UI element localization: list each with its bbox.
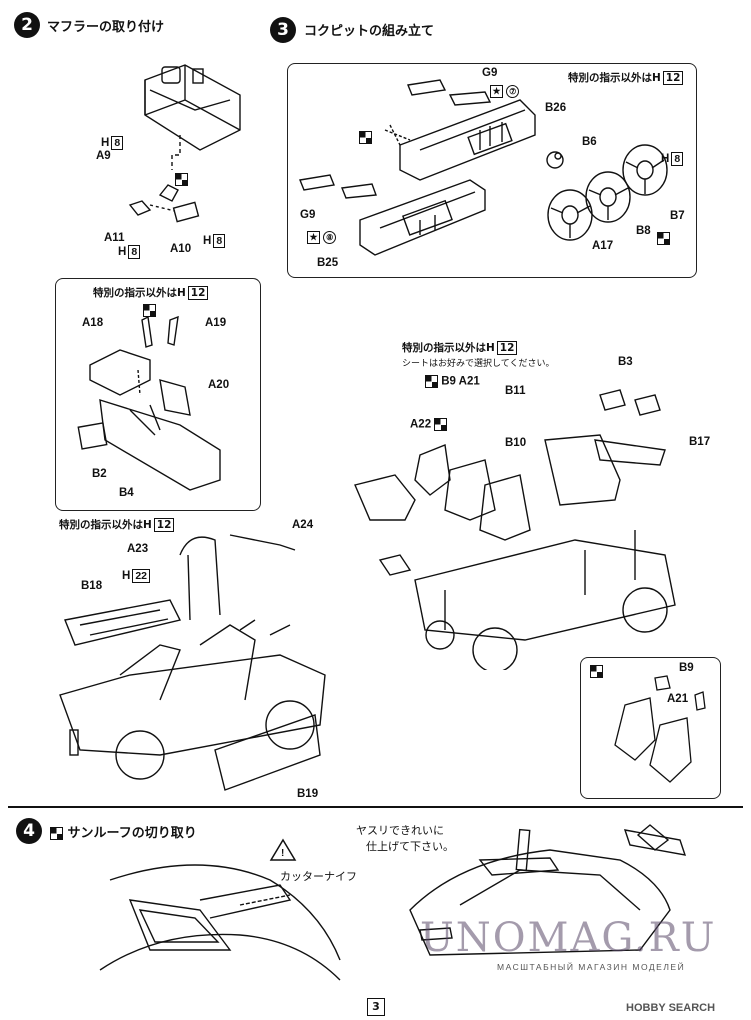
step-3-badge: 3: [270, 17, 296, 43]
seat-inset-illustration: [614, 675, 706, 783]
label-b11: B11: [505, 385, 526, 397]
step-4-badge: 4: [16, 818, 42, 844]
label-b7: B7: [670, 210, 685, 222]
label-a9: A9: [96, 150, 111, 162]
hobby-search-logo: HOBBY SEARCH: [626, 1002, 716, 1014]
label-b9-a21: B9 A21: [425, 375, 480, 388]
label-b19: B19: [297, 788, 319, 800]
label-b8: B8: [636, 225, 651, 237]
label-a20: A20: [208, 379, 230, 391]
label-b18: B18: [81, 580, 103, 592]
paint-check-icon: [657, 232, 670, 245]
file-note-line2: 仕上げて下さい。: [366, 840, 454, 853]
label-b10: B10: [505, 437, 527, 449]
paint-check-icon: [359, 131, 372, 144]
step-4-title: サンルーフの切り取り: [50, 822, 197, 841]
console-detail-box: [55, 278, 261, 511]
watermark-logo: UNOMAG.RU: [420, 915, 717, 961]
label-b25: B25: [317, 257, 339, 269]
paint-check-icon: [175, 173, 188, 186]
muffler-illustration: [128, 64, 241, 223]
label-a23: A23: [127, 543, 149, 555]
console-illustration: [77, 315, 221, 491]
label-b3: B3: [618, 356, 633, 368]
label-a22: A22: [410, 418, 448, 431]
seat-inset-box: [580, 657, 721, 799]
label-a10: A10: [170, 243, 192, 255]
seats-optional-note: シートはお好みで選択してください。: [402, 359, 555, 369]
warning-triangle-icon: [269, 838, 297, 861]
chassis-assembly-illustration: [59, 534, 326, 791]
label-inset-a21: A21: [667, 693, 689, 705]
interior-chassis-illustration: [354, 389, 676, 670]
label-b17: B17: [689, 436, 711, 448]
paint-check-icon: [143, 304, 156, 317]
label-a24: A24: [292, 519, 314, 531]
sunroof-cut-illustration: [99, 864, 341, 981]
step-2-badge: 2: [14, 12, 40, 38]
label-g9-left: G9: [300, 209, 316, 221]
label-a11: A11: [104, 232, 125, 244]
label-b2: B2: [92, 468, 107, 480]
label-a17: A17: [592, 240, 614, 252]
car-body-illustration: [409, 824, 687, 956]
page-number: 3: [367, 998, 385, 1016]
warning-mark: !: [281, 848, 285, 859]
step-2-title: マフラーの取り付け: [47, 20, 165, 35]
label-star8: ★ ⑧: [307, 231, 337, 244]
label-g9-top: G9: [482, 67, 498, 79]
label-star7: ★ ⑦: [490, 85, 520, 98]
label-b26: B26: [545, 102, 567, 114]
label-inset-b9: B9: [679, 662, 694, 674]
label-b4: B4: [119, 487, 134, 499]
dashboard-detail-box: [287, 63, 697, 278]
step-3-title: コクピットの組み立て: [304, 24, 435, 39]
label-b6: B6: [582, 136, 597, 148]
paint-check-icon: [590, 665, 603, 678]
watermark-subtitle: МАСШТАБНЫЙ МАГАЗИН МОДЕЛЕЙ: [497, 962, 686, 972]
dashboard-illustration: [299, 79, 668, 256]
label-a18: A18: [82, 317, 104, 329]
file-note-line1: ヤスリできれいに: [356, 824, 444, 837]
section-divider: [8, 806, 743, 808]
label-a19: A19: [205, 317, 227, 329]
cutter-knife-label: カッターナイフ: [280, 870, 357, 883]
